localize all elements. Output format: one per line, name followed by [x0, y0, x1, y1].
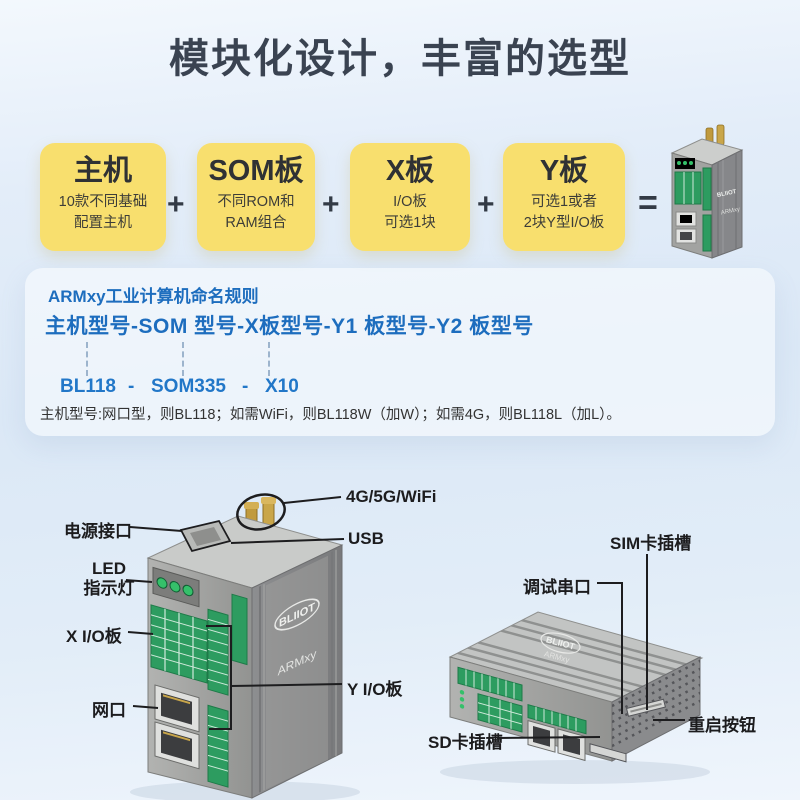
page-title: 模块化设计，丰富的选型	[169, 37, 631, 81]
device-illustrations: BLIIOT ARMxy	[125, 493, 710, 800]
plus-icon: +	[477, 188, 495, 221]
module-box-host-title: 主机	[73, 155, 132, 187]
equals-icon: =	[638, 184, 658, 222]
naming-formula: 主机型号-SOM 型号-X板型号-Y1 板型号-Y2 板型号	[45, 315, 534, 338]
example-separator: -	[242, 376, 249, 397]
example-som-model: SOM335	[151, 376, 226, 397]
plus-icon: +	[167, 188, 185, 221]
module-box-x-desc-line1: I/O板	[393, 194, 427, 211]
module-box-y: Y板 可选1或者 2块Y型I/O板	[503, 143, 625, 251]
module-box-som-desc: 不同ROM和 RAM组合	[197, 192, 315, 233]
sim-slot-label: SIM卡插槽	[610, 534, 692, 553]
naming-rules-panel: ARMxy工业计算机命名规则 主机型号-SOM 型号-X板型号-Y1 板型号-Y…	[25, 268, 775, 436]
module-box-y-desc-line1: 可选1或者	[530, 194, 598, 211]
module-box-som-desc-line2: RAM组合	[225, 214, 287, 231]
module-box-y-title: Y板	[539, 155, 589, 187]
dashed-connector	[268, 342, 270, 376]
module-box-host-desc-line2: 配置主机	[74, 214, 132, 231]
x-io-board-label: X I/O板	[66, 627, 122, 646]
module-box-x-desc: I/O板 可选1块	[350, 192, 470, 233]
debug-serial-label: 调试串口	[523, 578, 591, 597]
example-host-model: BL118	[60, 376, 116, 397]
module-box-som-title: SOM板	[208, 155, 304, 187]
naming-note: 主机型号:网口型，则BL118；如需WiFi，则BL118W（加W）；如需4G，…	[40, 407, 621, 423]
module-box-host-desc: 10款不同基础 配置主机	[40, 192, 166, 233]
antenna-label: 4G/5G/WiFi	[346, 487, 437, 506]
module-box-y-desc-line2: 2块Y型I/O板	[523, 214, 605, 231]
module-box-som-desc-line1: 不同ROM和	[217, 194, 295, 211]
plus-icon: +	[322, 188, 340, 221]
led-indicator-label-line2: 指示灯	[83, 578, 135, 598]
example-separator: -	[128, 376, 135, 397]
module-box-x-desc-line2: 可选1块	[384, 214, 436, 231]
y-io-board-label: Y I/O板	[347, 680, 403, 699]
module-box-x-title: X板	[385, 155, 435, 187]
power-port-label: 电源接口	[64, 522, 132, 541]
module-box-y-desc: 可选1或者 2块Y型I/O板	[503, 192, 625, 233]
device-brand-marking: BLIIOT	[717, 189, 738, 199]
dashed-connector	[182, 342, 184, 376]
module-box-som: SOM板 不同ROM和 RAM组合	[197, 143, 315, 251]
device-model-marking: ARMxy	[720, 207, 740, 217]
example-x-model: X10	[265, 376, 299, 397]
usb-label: USB	[348, 529, 384, 548]
module-box-host-desc-line1: 10款不同基础	[58, 194, 148, 211]
module-box-host: 主机 10款不同基础 配置主机	[40, 143, 166, 251]
module-box-x: X板 I/O板 可选1块	[350, 143, 470, 251]
product-photo-illustration: BLIIOT ARMxy	[670, 124, 744, 259]
naming-heading: ARMxy工业计算机命名规则	[48, 287, 259, 306]
dashed-connector	[86, 342, 88, 376]
led-indicator-label-line1: LED	[92, 559, 126, 578]
reset-button-label: 重启按钮	[688, 716, 756, 735]
lan-port-label: 网口	[92, 701, 126, 720]
led-indicator-label: LED 指示灯	[76, 559, 142, 598]
sd-slot-label: SD卡插槽	[428, 733, 503, 752]
